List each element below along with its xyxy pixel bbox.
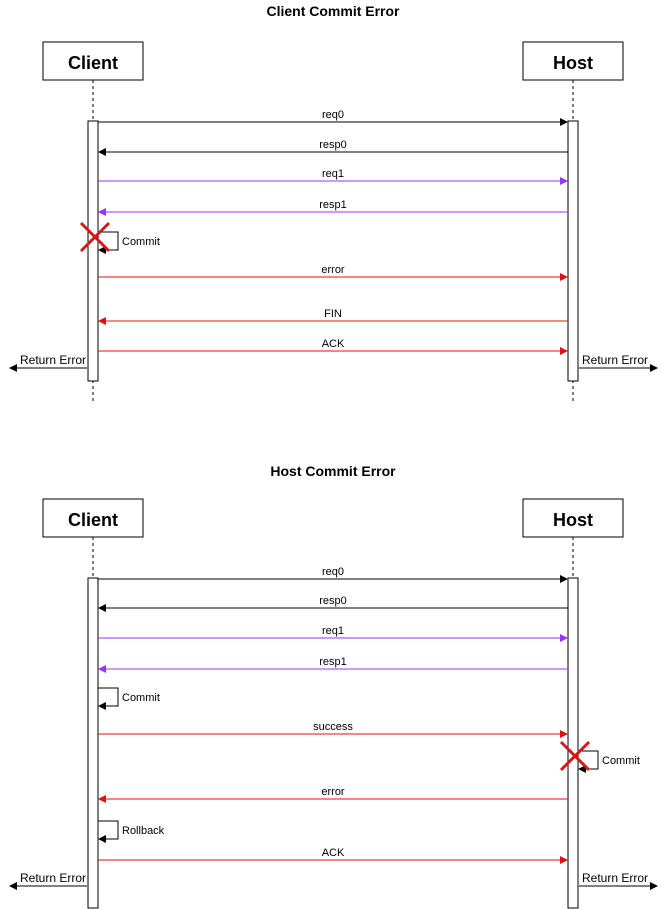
host-actor-label: Host [553, 53, 593, 73]
message-label: req0 [322, 109, 344, 121]
self-message-label: Rollback [122, 825, 165, 837]
client-actor-label: Client [68, 53, 118, 73]
client-activation-bar [87, 577, 99, 909]
message-label: resp0 [319, 595, 347, 607]
client-actor-box [42, 41, 144, 81]
message-label: resp1 [319, 656, 347, 668]
message-label: error [321, 264, 345, 276]
self-message-arrow [98, 820, 119, 843]
message-label: req1 [322, 168, 344, 180]
diagram-title: Host Commit Error [270, 463, 396, 479]
failure-x-mark [559, 740, 591, 772]
host-return-label: Return Error [582, 353, 648, 367]
message-label: resp0 [319, 139, 347, 151]
self-message-arrow [98, 687, 119, 710]
message-label: resp1 [319, 199, 347, 211]
client-actor-box [42, 498, 144, 538]
diagram-title: Client Commit Error [266, 3, 400, 19]
host-return-label: Return Error [582, 871, 648, 885]
host-actor-box [522, 498, 624, 538]
message-label: req1 [322, 625, 344, 637]
message-label: FIN [324, 308, 342, 320]
host-actor-box [522, 41, 624, 81]
host-activation-bar [567, 577, 579, 909]
message-label: ACK [322, 338, 345, 350]
client-activation-bar [87, 120, 99, 382]
host-actor-label: Host [553, 510, 593, 530]
message-label: success [313, 721, 353, 733]
client-return-label: Return Error [20, 871, 86, 885]
message-label: ACK [322, 847, 345, 859]
client-return-label: Return Error [20, 353, 86, 367]
self-message-label: Commit [122, 692, 160, 704]
message-label: req0 [322, 566, 344, 578]
host-activation-bar [567, 120, 579, 382]
self-message-label: Commit [602, 755, 640, 767]
client-actor-label: Client [68, 510, 118, 530]
message-label: error [321, 786, 345, 798]
failure-x-mark [79, 221, 111, 253]
self-message-label: Commit [122, 236, 160, 248]
